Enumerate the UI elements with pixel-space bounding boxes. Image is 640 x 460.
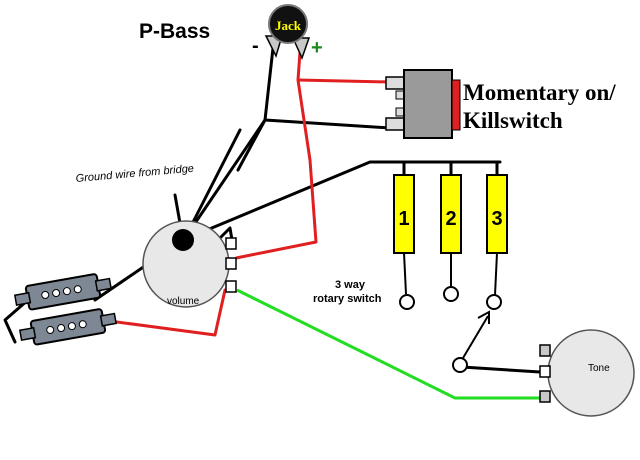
rotary-wiper <box>462 315 489 359</box>
volume-label: volume <box>167 296 200 307</box>
volume-lug-1 <box>225 237 237 250</box>
killswitch <box>385 69 461 139</box>
jack-label: Jack <box>275 18 302 33</box>
jack-plus-label: + <box>311 37 323 59</box>
volume-lug-2 <box>225 257 237 270</box>
ground-wire-1 <box>236 118 267 172</box>
rotary-common-wire <box>181 160 502 242</box>
rotary-contact-3 <box>486 294 502 310</box>
rotary-contact-1 <box>399 294 415 310</box>
jack-to-switch-black-wire <box>263 118 392 130</box>
output-jack <box>264 4 311 61</box>
ground-wire-label: Ground wire from bridge <box>75 163 194 185</box>
killswitch-lug-top <box>385 76 405 90</box>
jack-hot-wire <box>235 51 318 260</box>
rotary-contact-2 <box>443 286 459 302</box>
volume-lug-3 <box>225 280 237 293</box>
killswitch-button <box>451 79 461 131</box>
tone-pot <box>539 329 635 417</box>
tone-label: Tone <box>588 363 610 374</box>
ground-solder-point <box>172 229 194 251</box>
pickup-series-wire <box>3 298 30 344</box>
killswitch-label-line1: Momentary on/ <box>463 80 616 105</box>
jack-to-switch-red-wire <box>297 78 391 84</box>
tone-lug-1 <box>539 344 551 357</box>
rotary-label-3: 3 <box>491 208 502 230</box>
volume-pot <box>142 220 237 308</box>
rotary-label-2: 2 <box>445 208 456 230</box>
rotary-switch: 1 2 3 <box>393 174 508 373</box>
killswitch-body <box>403 69 453 139</box>
tone-cap-wire <box>460 365 542 374</box>
jack-body <box>268 4 308 44</box>
rotary-wiper-pivot <box>452 357 468 373</box>
tone-lug-2 <box>539 365 551 378</box>
tone-lug-3 <box>539 390 551 403</box>
jack-minus-label: - <box>252 35 259 57</box>
killswitch-label-line2: Killswitch <box>463 108 563 133</box>
rotary-label-1: 1 <box>398 208 409 230</box>
killswitch-lug-bottom <box>385 117 405 131</box>
pickup-upper <box>13 273 112 311</box>
volume-lug-wire <box>218 226 234 242</box>
volume-to-tone-green-wire <box>236 288 545 400</box>
rotary-label-line1: 3 way <box>335 279 366 291</box>
rotary-label-line2: rotary switch <box>313 293 382 305</box>
pickup-lower <box>18 308 117 346</box>
ground-wire-2 <box>186 128 242 234</box>
diagram-title: P-Bass <box>139 20 210 43</box>
rotary-wiper-arrowhead <box>477 310 490 324</box>
black-wires <box>3 46 542 374</box>
